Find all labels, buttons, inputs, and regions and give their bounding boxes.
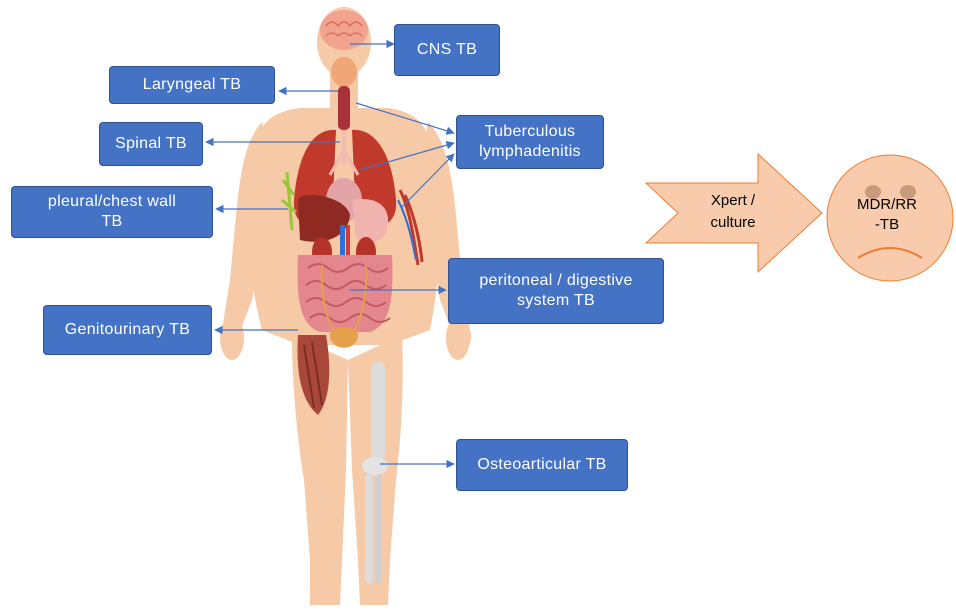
label-pleural-chest-wall-tb: pleural/chest wall TB xyxy=(11,186,213,238)
face-label-line2: -TB xyxy=(842,215,932,235)
label-tuberculous-lymphadenitis: Tuberculous lymphadenitis xyxy=(456,115,604,169)
label-genitourinary-text: Genitourinary TB xyxy=(65,320,190,340)
arrow-label-line2: culture xyxy=(690,212,776,234)
label-peritoneal-digestive-tb: peritoneal / digestive system TB xyxy=(448,258,664,324)
face-label-line1: MDR/RR xyxy=(842,195,932,215)
label-peritoneal-line2: system TB xyxy=(517,291,595,311)
arrow-label-line1: Xpert / xyxy=(690,190,776,212)
label-laryngeal-tb: Laryngeal TB xyxy=(109,66,275,104)
label-osteoarticular-text: Osteoarticular TB xyxy=(477,455,606,475)
label-lymph-line1: Tuberculous xyxy=(485,122,576,142)
nasal-cavity xyxy=(331,57,357,87)
label-cns-tb: CNS TB xyxy=(394,24,500,76)
label-osteoarticular-tb: Osteoarticular TB xyxy=(456,439,628,491)
label-peritoneal-line1: peritoneal / digestive xyxy=(479,271,632,291)
intestines-organ xyxy=(298,255,393,332)
label-spinal-text: Spinal TB xyxy=(115,134,187,154)
label-pleural-line1: pleural/chest wall xyxy=(48,192,176,212)
larynx-trachea xyxy=(338,86,350,130)
label-spinal-tb: Spinal TB xyxy=(99,122,203,166)
label-genitourinary-tb: Genitourinary TB xyxy=(43,305,212,355)
xpert-culture-label: Xpert / culture xyxy=(690,190,776,234)
label-cns-text: CNS TB xyxy=(417,40,477,60)
mdr-rr-tb-label: MDR/RR -TB xyxy=(842,195,932,235)
label-pleural-line2: TB xyxy=(101,212,122,232)
label-lymph-line2: lymphadenitis xyxy=(479,142,581,162)
label-laryngeal-text: Laryngeal TB xyxy=(143,75,241,95)
